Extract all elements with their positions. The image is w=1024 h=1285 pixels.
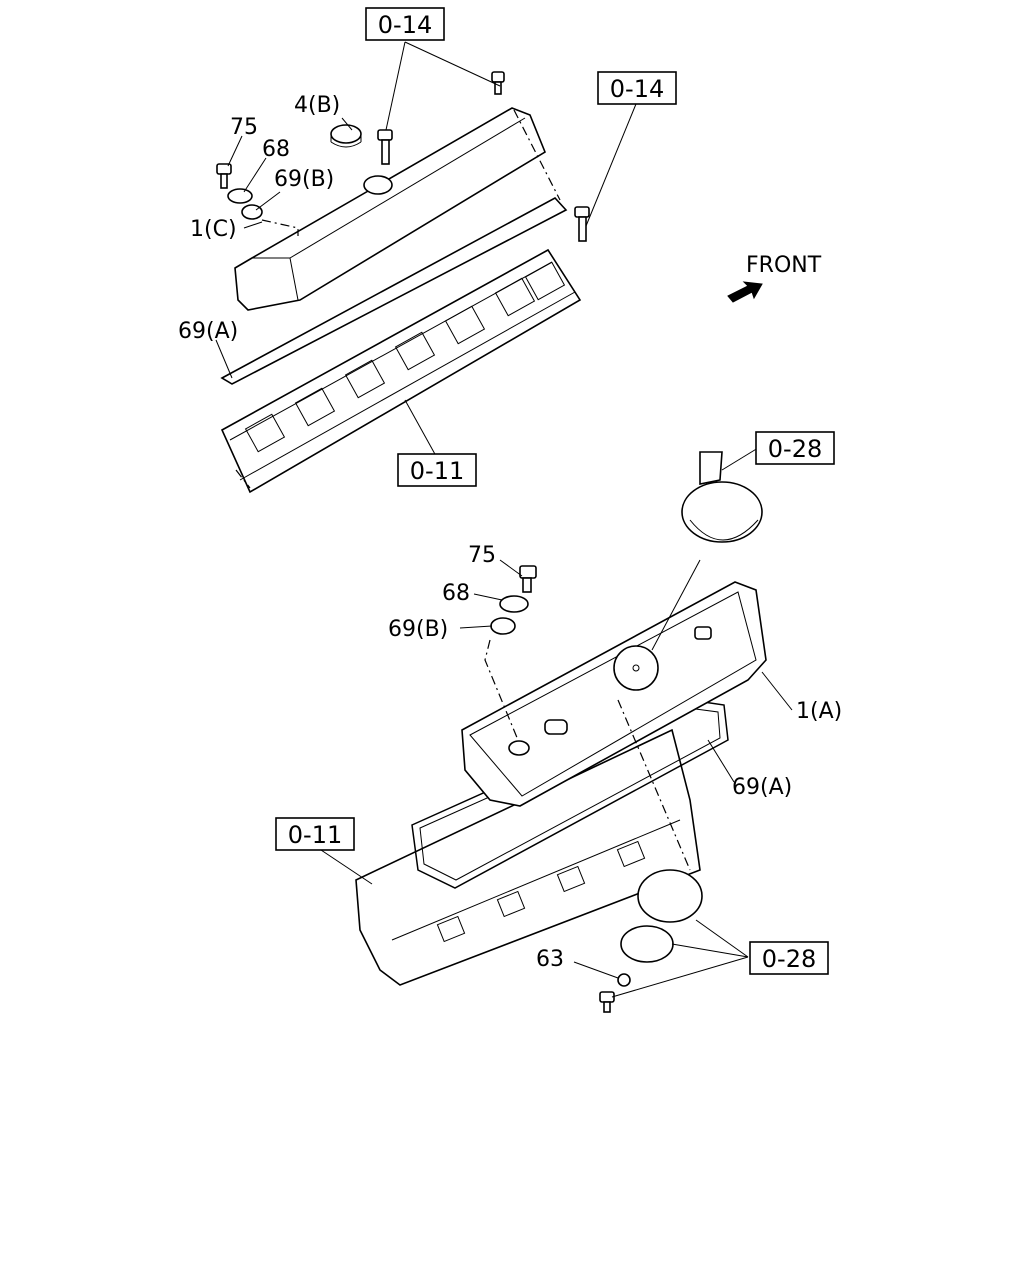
clip-63	[617, 973, 631, 987]
label-75-top: 75	[230, 115, 258, 140]
svg-text:0-28: 0-28	[768, 435, 822, 463]
rocker-cover-1c	[234, 107, 546, 311]
label-1a: 1(A)	[796, 699, 842, 724]
label-68-bottom: 68	[442, 581, 470, 606]
label-4b: 4(B)	[294, 93, 340, 118]
bolt-75-bottom	[519, 565, 537, 593]
front-arrow-icon	[727, 281, 763, 303]
washer-68-bottom	[499, 595, 529, 613]
label-63: 63	[536, 947, 564, 972]
baffle-plate-028-b	[620, 925, 674, 963]
baffle-plate-028-a	[637, 869, 703, 923]
cylinder-head-bottom	[355, 728, 701, 986]
washer-68-top	[227, 188, 253, 204]
label-69a-bottom: 69(A)	[732, 775, 792, 800]
rocker-cover-1a	[461, 581, 767, 807]
label-69a-top: 69(A)	[178, 319, 238, 344]
bolt-014-right	[574, 206, 590, 242]
screw-028-bottom	[599, 991, 615, 1013]
svg-text:0-14: 0-14	[610, 75, 664, 103]
svg-text:0-28: 0-28	[762, 945, 816, 973]
svg-text:0-11: 0-11	[288, 821, 342, 849]
ref-box-011-top: 0-11	[397, 453, 477, 487]
top-assembly	[216, 71, 590, 494]
ref-box-011-bottom: 0-11	[275, 817, 355, 851]
ref-box-028-bottom: 0-28	[749, 941, 829, 975]
label-1c: 1(C)	[190, 217, 237, 242]
bottom-assembly	[355, 451, 767, 1013]
seal-69b-top	[241, 204, 263, 220]
svg-text:0-11: 0-11	[410, 457, 464, 485]
oil-cap-4b	[330, 124, 362, 148]
cylinder-head-top	[220, 248, 582, 494]
breather-028	[681, 451, 763, 543]
gasket-69a-top	[220, 196, 568, 385]
bolt-014-left	[377, 129, 393, 165]
ref-box-028-top: 0-28	[755, 431, 835, 465]
bolt-014-center	[491, 71, 505, 95]
leader-lines	[215, 41, 793, 998]
bolt-75-top	[216, 163, 232, 189]
label-69b-bottom: 69(B)	[388, 617, 448, 642]
label-75-bottom: 75	[468, 543, 496, 568]
ref-box-014-top: 0-14	[365, 7, 445, 41]
ref-box-014-right: 0-14	[597, 71, 677, 105]
front-label: FRONT	[746, 253, 822, 278]
seal-69b-bottom	[490, 617, 516, 635]
svg-text:0-14: 0-14	[378, 11, 432, 39]
label-69b-top: 69(B)	[274, 167, 334, 192]
label-68-top: 68	[262, 137, 290, 162]
